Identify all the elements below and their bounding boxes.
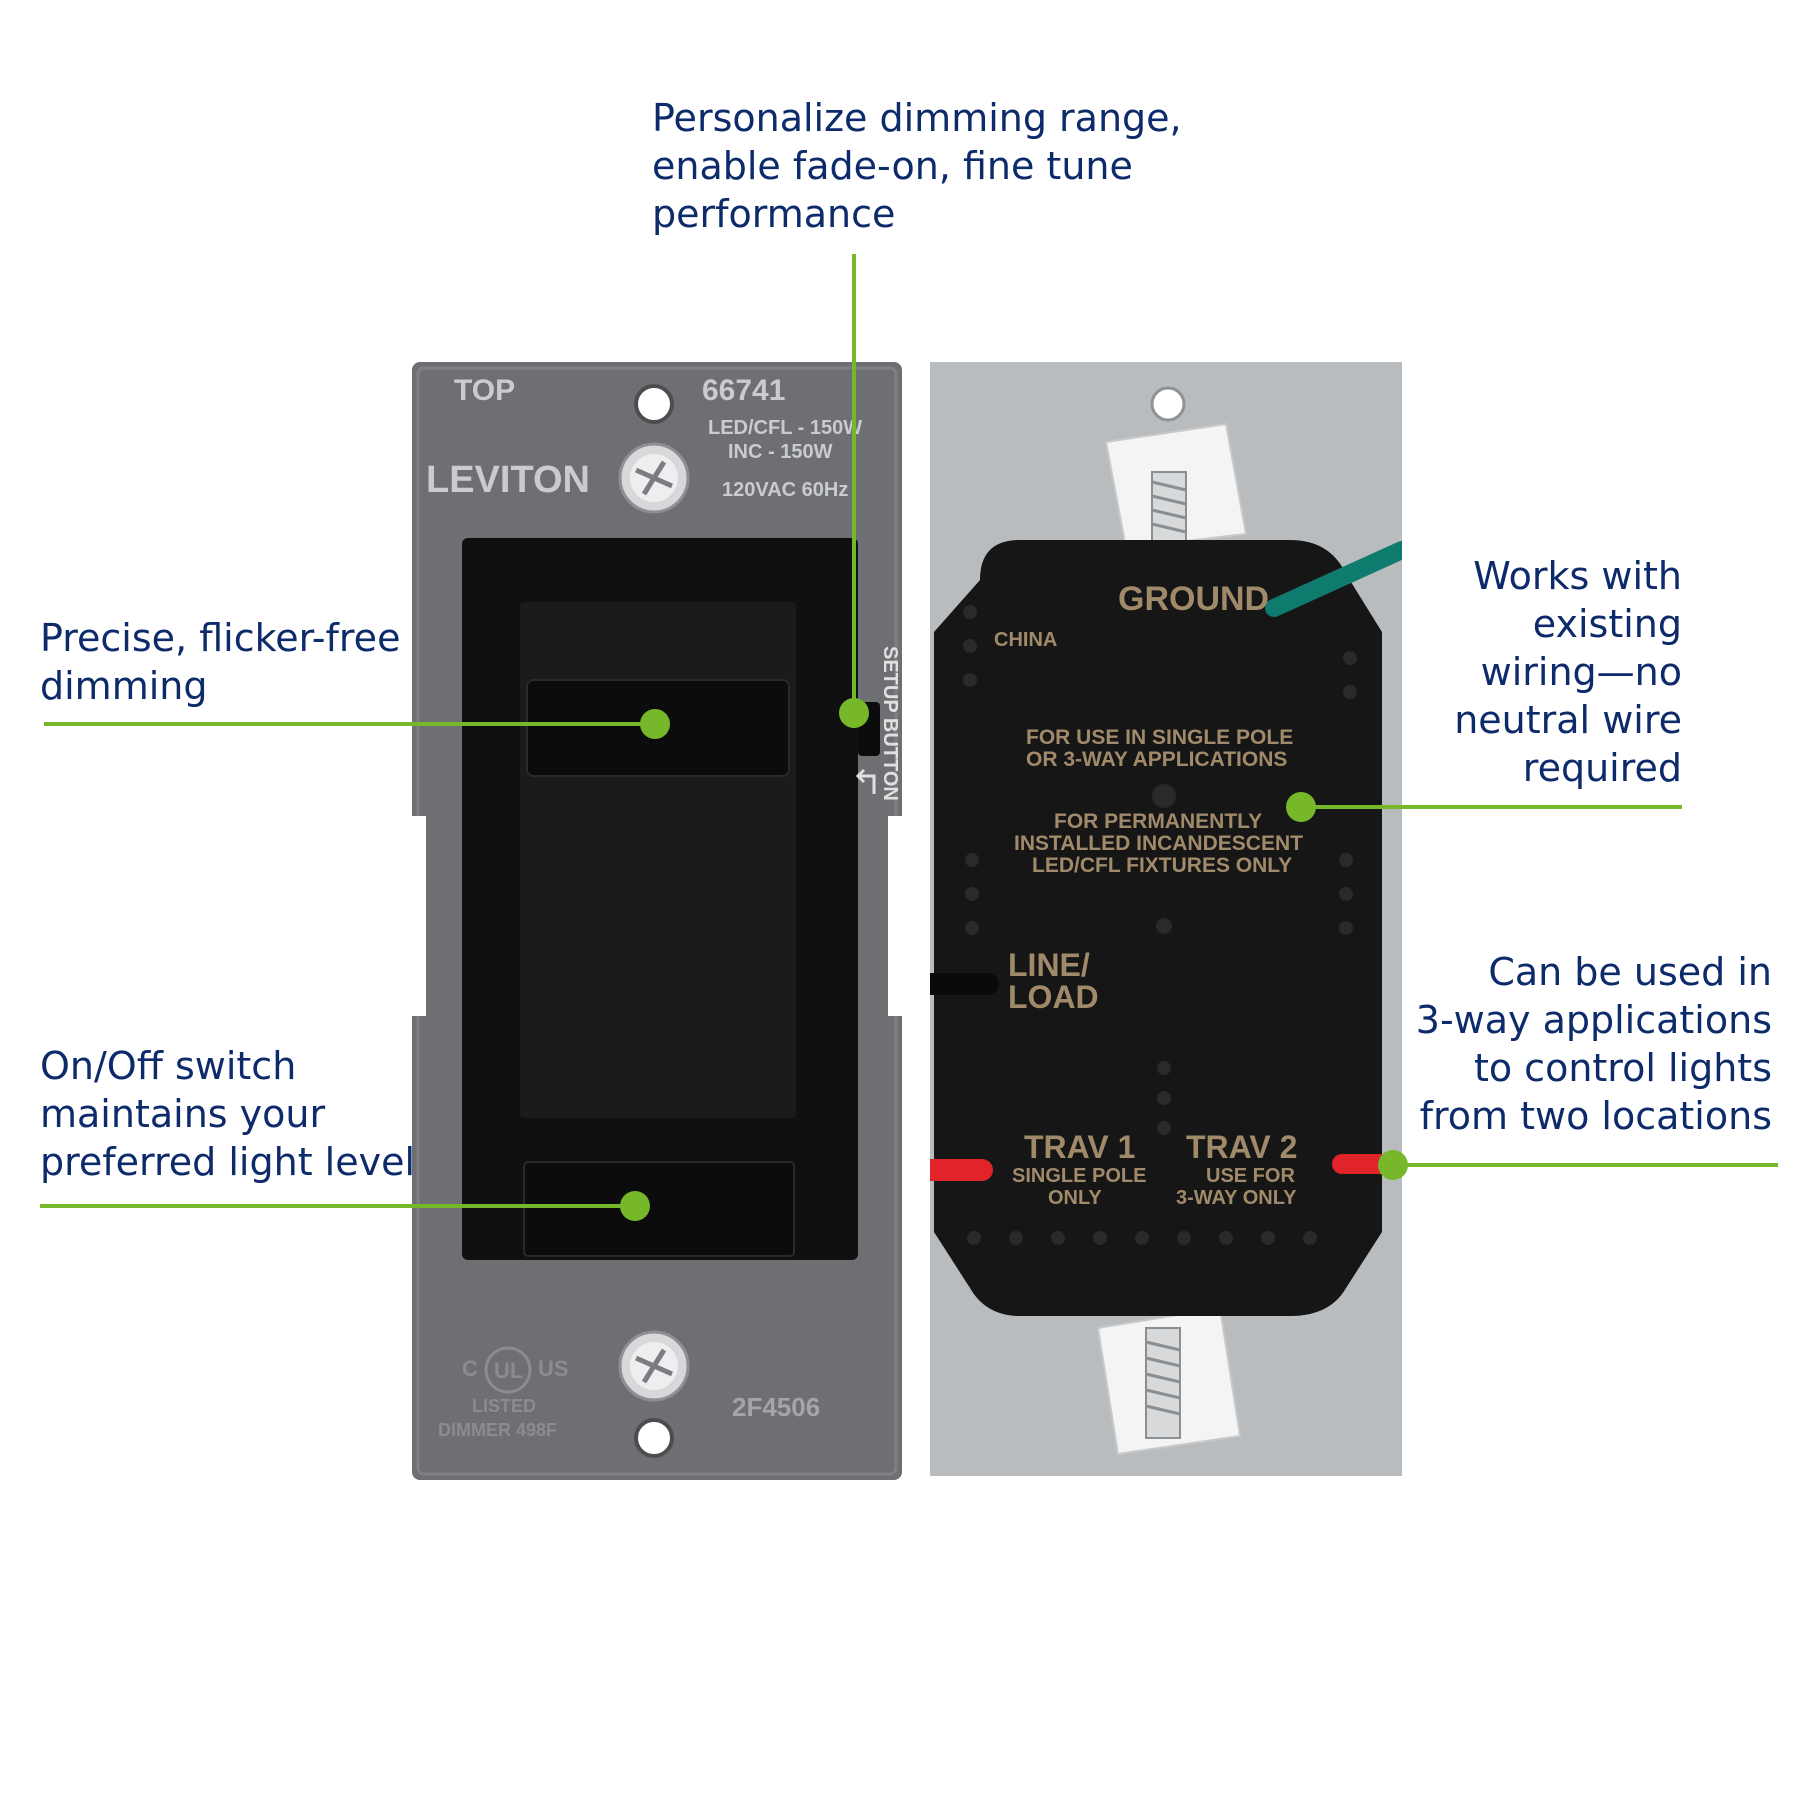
date-code: 2F4506 bbox=[732, 1392, 820, 1422]
rating-inc: INC - 150W bbox=[728, 441, 833, 463]
trav1-label: TRAV 1 bbox=[1024, 1129, 1135, 1165]
leader-onoff-line bbox=[40, 1204, 634, 1208]
use-line-2: OR 3-WAY APPLICATIONS bbox=[1026, 748, 1287, 771]
ul-c-mark: C bbox=[462, 1356, 478, 1381]
ul-us-mark: US bbox=[538, 1356, 569, 1381]
leader-dimming-line bbox=[44, 722, 654, 726]
leader-threeway-dot bbox=[1378, 1150, 1408, 1180]
trav1-sub-1: SINGLE POLE bbox=[1012, 1165, 1146, 1187]
callout-setup-line: Personalize dimming range, bbox=[652, 96, 1182, 140]
leader-wiring-line bbox=[1300, 805, 1682, 809]
model-number: 66741 bbox=[702, 374, 785, 407]
callout-onoff: On/Off switch maintains your preferred l… bbox=[40, 1042, 415, 1186]
callout-wiring-line: required bbox=[1522, 746, 1682, 790]
ground-label: GROUND bbox=[1118, 580, 1269, 618]
callout-wiring-line: neutral wire bbox=[1454, 698, 1682, 742]
use-line-1: FOR USE IN SINGLE POLE bbox=[1026, 726, 1293, 749]
leader-threeway-line bbox=[1392, 1163, 1778, 1167]
callout-threeway: Can be used in 3-way applications to con… bbox=[1416, 948, 1772, 1140]
leader-setup-dot bbox=[839, 698, 869, 728]
on-off-rocker[interactable] bbox=[523, 1161, 795, 1257]
trav1-sub-2: ONLY bbox=[1048, 1187, 1102, 1209]
callout-wiring: Works with existing wiring—no neutral wi… bbox=[1454, 552, 1682, 792]
callout-onoff-line: preferred light level bbox=[40, 1140, 416, 1184]
ul-mark: UL bbox=[494, 1358, 523, 1383]
dimmer-back-photo: GROUND CHINA FOR USE IN SINGLE POLE OR 3… bbox=[930, 362, 1402, 1476]
callout-setup-line: enable fade-on, fine tune bbox=[652, 144, 1133, 188]
line-load-label-2: LOAD bbox=[1008, 979, 1099, 1015]
top-mounting-hole bbox=[634, 384, 674, 424]
listed-dimmer-label: DIMMER 498F bbox=[438, 1420, 557, 1440]
brand-logo: LEVITON bbox=[426, 459, 590, 501]
perm-line-2: INSTALLED INCANDESCENT bbox=[1014, 832, 1303, 855]
setup-arrow-icon bbox=[855, 768, 876, 794]
trav2-sub-2: 3-WAY ONLY bbox=[1176, 1187, 1297, 1209]
callout-wiring-line: wiring—no bbox=[1480, 650, 1682, 694]
voltage-label: 120VAC 60Hz bbox=[722, 479, 848, 501]
perm-line-1: FOR PERMANENTLY bbox=[1054, 810, 1262, 833]
ground-wire bbox=[1265, 541, 1402, 617]
listed-label: LISTED bbox=[472, 1396, 536, 1416]
setup-button-label: SETUP BUTTON bbox=[879, 646, 901, 801]
perm-line-3: LED/CFL FIXTURES ONLY bbox=[1032, 854, 1292, 877]
leader-onoff-dot bbox=[620, 1191, 650, 1221]
line-load-label-1: LINE/ bbox=[1008, 947, 1090, 983]
callout-onoff-line: maintains your bbox=[40, 1092, 326, 1136]
callout-dimming-line: Precise, flicker-free bbox=[40, 616, 401, 660]
trav2-label: TRAV 2 bbox=[1186, 1129, 1297, 1165]
callout-threeway-line: from two locations bbox=[1419, 1094, 1772, 1138]
callout-wiring-line: existing bbox=[1532, 602, 1682, 646]
callout-dimming: Precise, flicker-free dimming bbox=[40, 614, 400, 710]
top-screw-icon bbox=[618, 442, 690, 514]
origin-label: CHINA bbox=[994, 629, 1057, 651]
rating-led: LED/CFL - 150W bbox=[708, 417, 862, 439]
top-label: TOP bbox=[454, 374, 515, 407]
callout-setup: Personalize dimming range, enable fade-o… bbox=[652, 94, 1182, 238]
leader-dimming-dot bbox=[640, 709, 670, 739]
callout-setup-line: performance bbox=[652, 192, 896, 236]
ul-logo-icon bbox=[484, 1346, 532, 1394]
leader-setup-vertical bbox=[852, 254, 856, 716]
callout-threeway-line: Can be used in bbox=[1488, 950, 1772, 994]
callout-dimming-line: dimming bbox=[40, 664, 208, 708]
leader-wiring-dot bbox=[1286, 792, 1316, 822]
callout-threeway-line: 3-way applications bbox=[1415, 998, 1772, 1042]
bottom-screw-icon bbox=[618, 1330, 690, 1402]
callout-onoff-line: On/Off switch bbox=[40, 1044, 297, 1088]
trav2-sub-1: USE FOR bbox=[1206, 1165, 1295, 1187]
callout-wiring-line: Works with bbox=[1473, 554, 1682, 598]
bottom-mounting-hole bbox=[634, 1418, 674, 1458]
dimmer-front-photo: TOP 66741 LED/CFL - 150W INC - 150W 120V… bbox=[412, 362, 902, 1480]
callout-threeway-line: to control lights bbox=[1473, 1046, 1772, 1090]
